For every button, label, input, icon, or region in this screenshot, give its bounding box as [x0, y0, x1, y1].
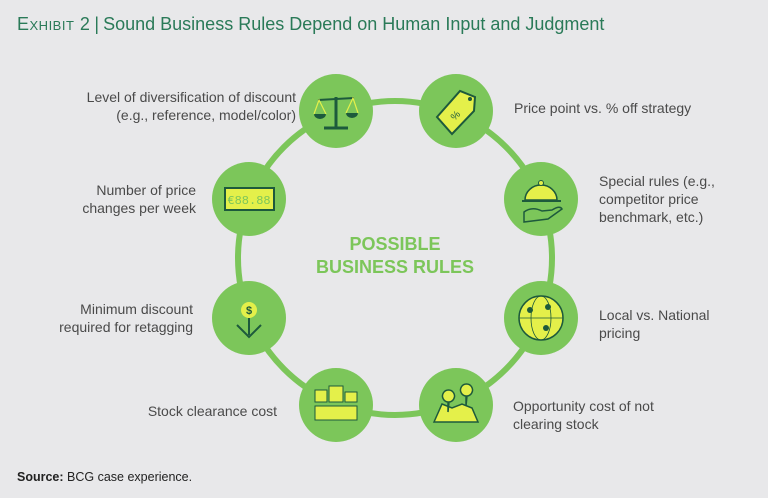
boxes-icon	[299, 368, 373, 442]
label-line: Number of price	[96, 182, 196, 198]
label-line: Opportunity cost of not	[513, 398, 654, 414]
rule-label-minimum-discount: Minimum discount required for retagging	[59, 300, 193, 336]
ring	[235, 98, 555, 418]
price-tag-icon: %	[419, 74, 493, 148]
label-line: pricing	[599, 325, 641, 341]
rule-label-special-rules: Special rules (e.g., competitor price be…	[599, 172, 715, 226]
label-line: Special rules (e.g.,	[599, 173, 715, 189]
exhibit-title-text: Sound Business Rules Depend on Human Inp…	[103, 14, 605, 34]
label-line: clearing stock	[513, 416, 599, 432]
scale-icon	[299, 74, 373, 148]
label-line: Level of diversification of discount	[86, 89, 296, 105]
label-line: (e.g., reference, model/color)	[116, 107, 296, 123]
price-display-icon: €88.88	[212, 162, 286, 236]
center-line-2: BUSINESS RULES	[315, 257, 475, 277]
rule-label-price-point: Price point vs. % off strategy	[514, 99, 691, 117]
rule-label-opportunity-cost: Opportunity cost of not clearing stock	[513, 397, 654, 433]
source-label: Source:	[17, 470, 64, 484]
rule-label-diversification: Level of diversification of discount (e.…	[87, 88, 296, 124]
label-line: Minimum discount	[80, 301, 193, 317]
source-note: Source: BCG case experience.	[17, 470, 192, 484]
label-line: benchmark, etc.)	[599, 209, 704, 225]
center-line-1: POSSIBLE	[349, 234, 441, 254]
exhibit-number: Exhibit 2	[17, 14, 91, 34]
label-line: competitor price	[599, 191, 699, 207]
label-line: changes per week	[82, 200, 196, 216]
source-text: BCG case experience.	[67, 470, 193, 484]
rule-label-price-changes: Number of price changes per week	[82, 181, 196, 217]
globe-icon	[504, 281, 578, 355]
svg-text:€88.88: €88.88	[227, 194, 270, 208]
map-pins-icon	[419, 368, 493, 442]
label-line: required for retagging	[59, 319, 193, 335]
rule-label-stock-clearance: Stock clearance cost	[148, 402, 277, 420]
rule-label-local-national: Local vs. National pricing	[599, 306, 710, 342]
cloche-icon	[504, 162, 578, 236]
label-line: Price point vs. % off strategy	[514, 100, 692, 116]
dollar-down-icon: $	[212, 281, 286, 355]
center-label: POSSIBLE BUSINESS RULES	[295, 233, 495, 279]
label-line: Local vs. National	[599, 307, 710, 323]
exhibit-title: Exhibit 2|Sound Business Rules Depend on…	[17, 14, 604, 35]
title-separator: |	[94, 14, 100, 34]
label-line: Stock clearance cost	[147, 403, 277, 419]
svg-text:$: $	[246, 305, 252, 317]
